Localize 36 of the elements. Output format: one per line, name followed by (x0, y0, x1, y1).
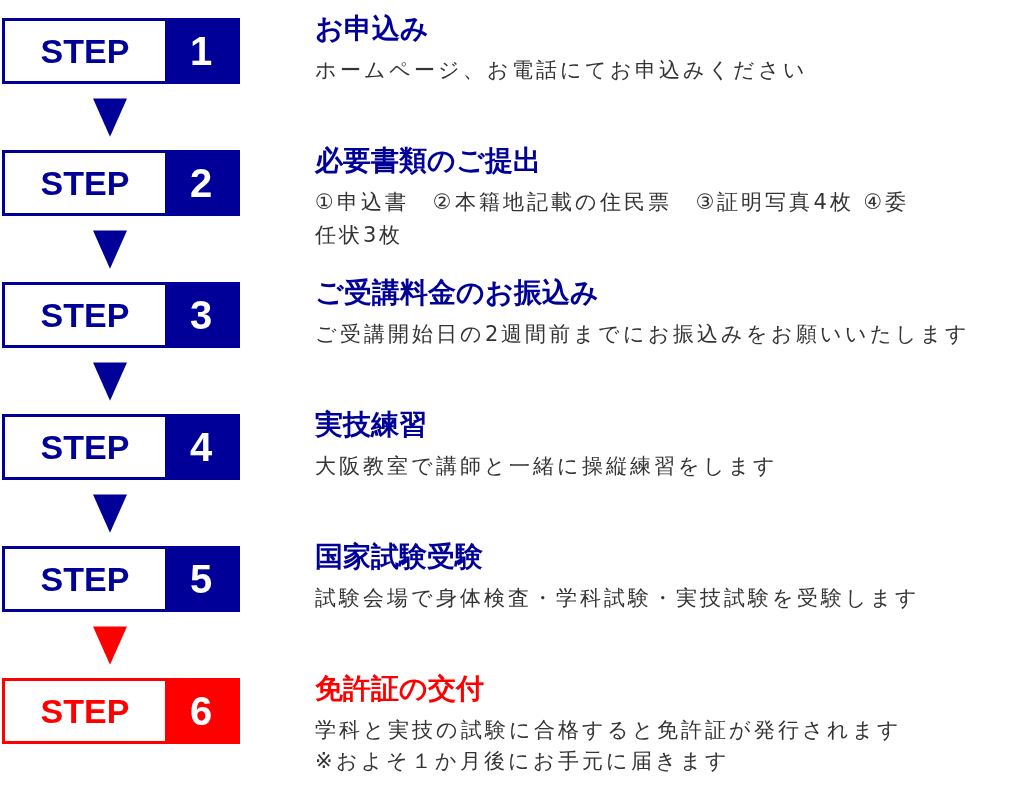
step-label: STEP (39, 294, 131, 336)
step-heading: 国家試験受験 (315, 539, 484, 575)
step-heading: 必要書類のご提出 (315, 143, 542, 179)
step-description: ホームページ、お電話にてお申込みください (315, 57, 809, 84)
step-box (2, 678, 240, 744)
step-number: 4 (165, 417, 237, 477)
arrow (93, 98, 127, 137)
step-box (2, 18, 240, 84)
step-description: ご受講開始日の2週間前までにお振込みをお願いいたします (315, 321, 972, 348)
arrow (93, 362, 127, 401)
step-label: STEP (39, 690, 131, 732)
step-box (2, 414, 240, 480)
step-number: 5 (165, 549, 237, 609)
step-heading: 実技練習 (315, 407, 428, 443)
step-number: 3 (165, 285, 237, 345)
step-heading: 免許証の交付 (315, 671, 485, 707)
step-description: 試験会場で身体検査・学科試験・実技試験を受験します (315, 585, 921, 612)
step-box (2, 282, 240, 348)
step-description: ※およそ１か月後にお手元に届きます (315, 747, 731, 775)
step-label: STEP (39, 30, 131, 72)
step-box (2, 546, 240, 612)
arrow (93, 230, 127, 269)
step-heading: お申込み (315, 11, 430, 47)
step-description: 大阪教室で講師と一緒に操縦練習をします (315, 453, 779, 480)
arrow (93, 494, 127, 533)
step-number: 1 (165, 21, 237, 81)
step-label: STEP (39, 558, 131, 600)
step-description: ①申込書 ②本籍地記載の住民票 ③証明写真4枚 ④委任状3枚 (315, 189, 911, 249)
step-box (2, 150, 240, 216)
step-number: 2 (165, 153, 237, 213)
step-label: STEP (39, 162, 131, 204)
arrow (93, 626, 127, 665)
step-description: 学科と実技の試験に合格すると免許証が発行されます (315, 717, 903, 744)
step-label: STEP (39, 426, 131, 468)
step-heading: ご受講料金のお振込み (315, 275, 600, 311)
step-number: 6 (165, 681, 237, 741)
